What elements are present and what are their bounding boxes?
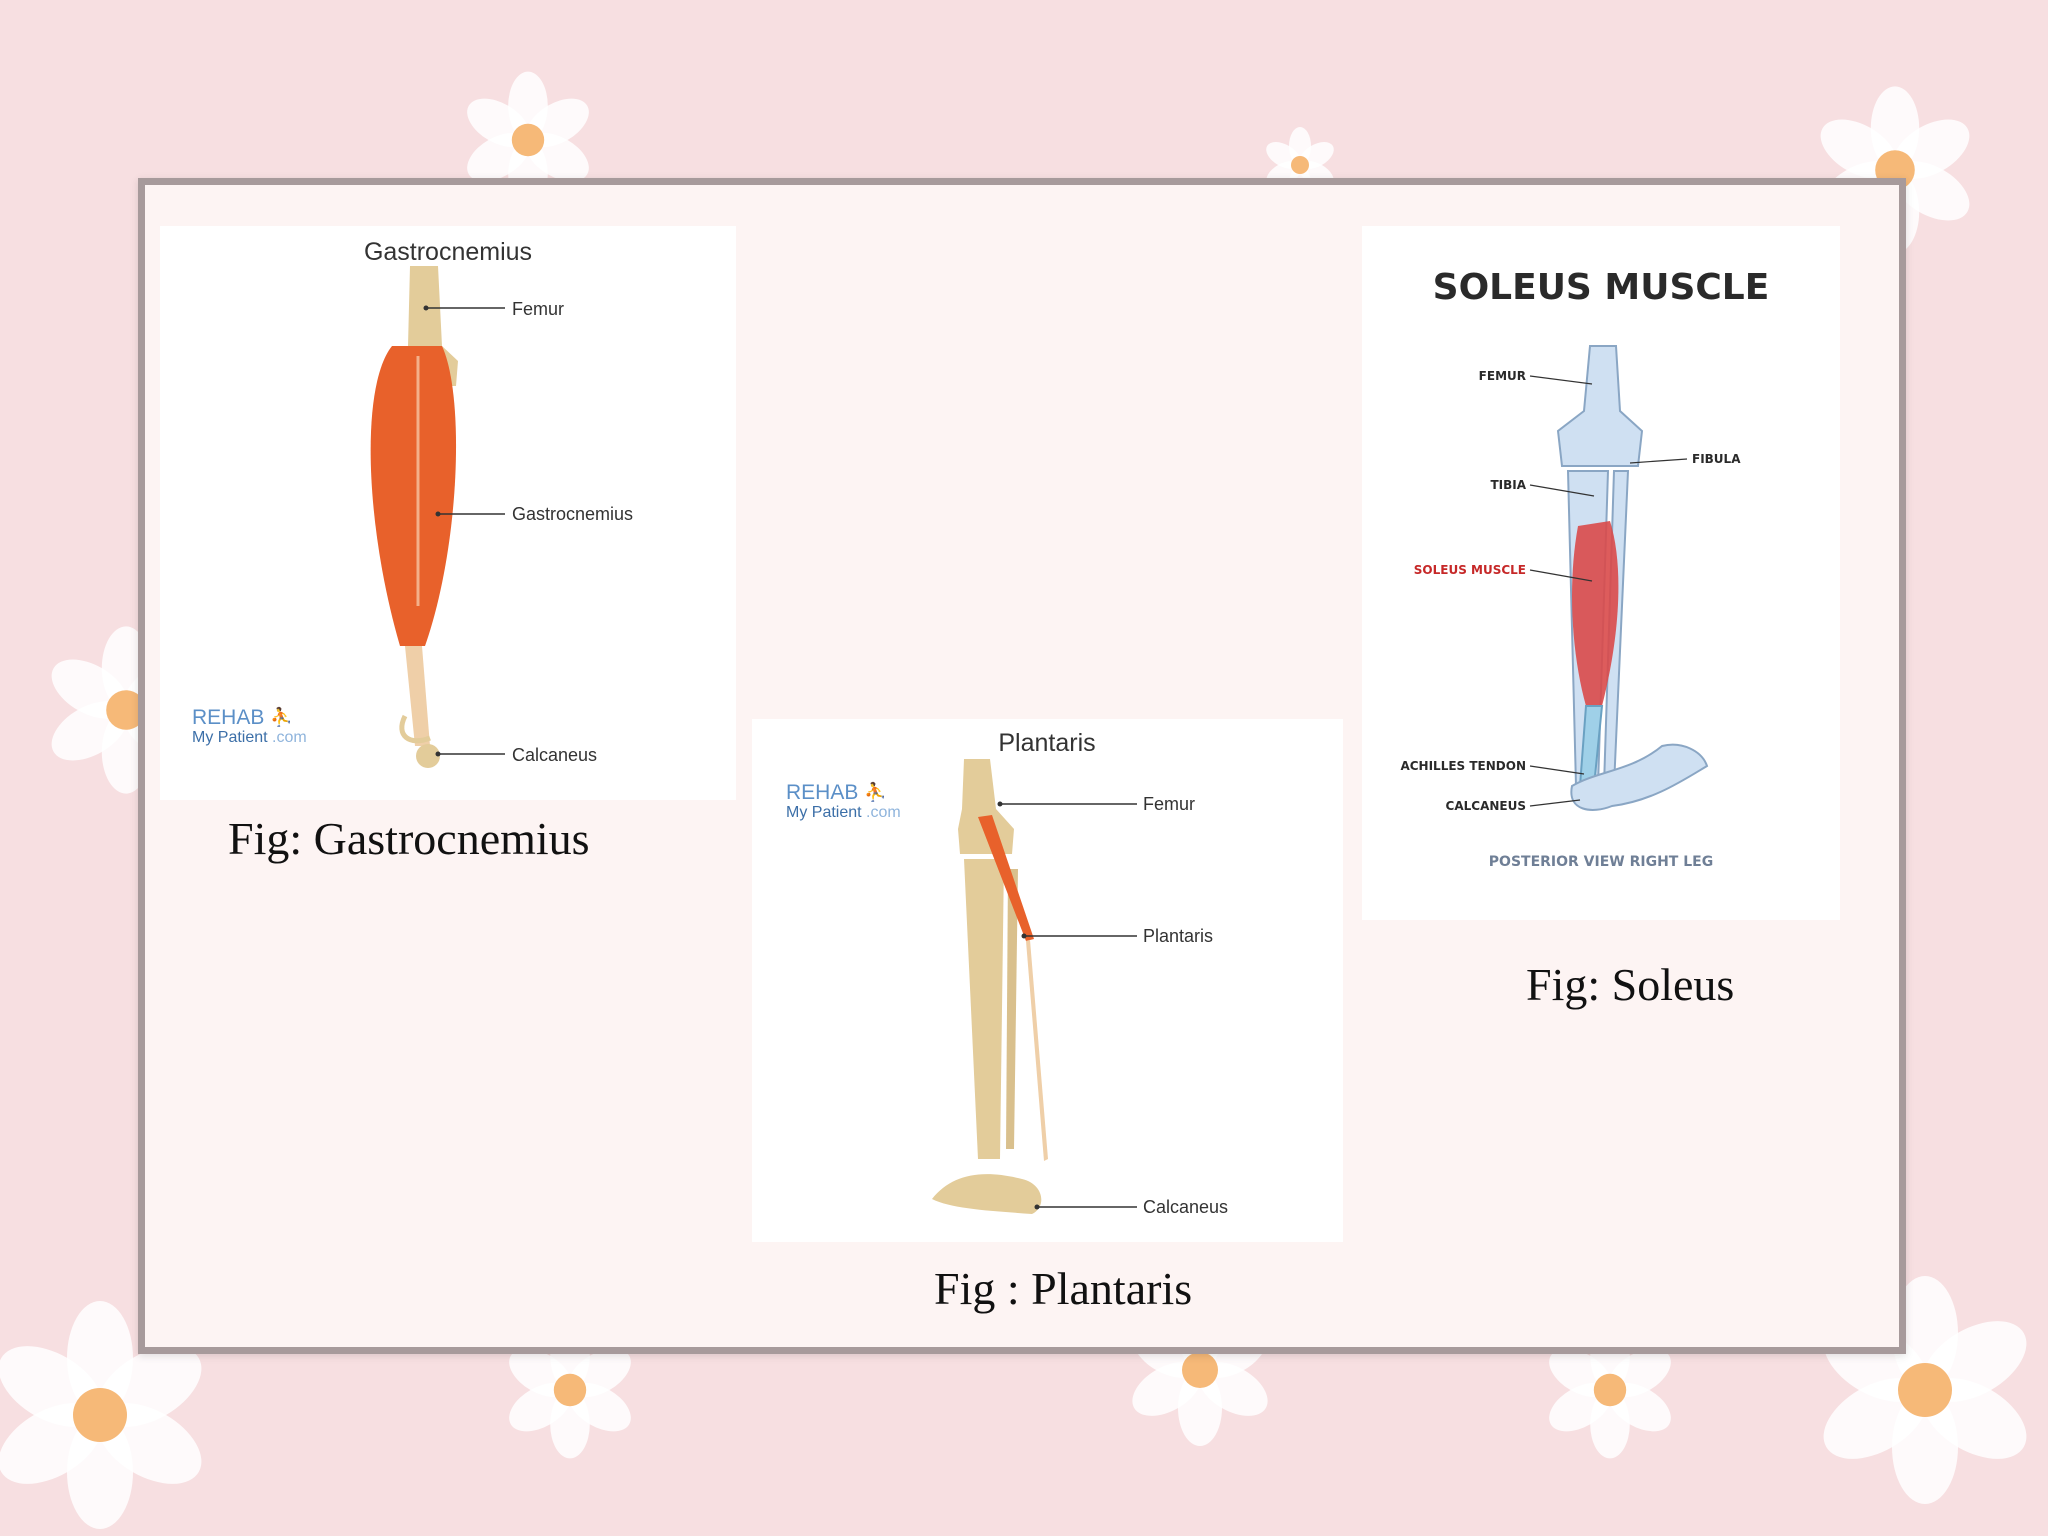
rehab-logo-figures-icon: ⛹ [864,781,886,802]
gastrocnemius-muscle [370,346,457,646]
tibia-label: TIBIA [1490,478,1526,492]
plantaris-muscle [978,815,1034,941]
rehab-logo-subtext: My Patient [786,804,862,821]
fibula-label: FIBULA [1692,452,1741,466]
plantaris-title: Plantaris [998,729,1095,757]
soleus-illustration: SOLEUS MUSCLE FEMUR FIBULA TIBIA SOLEUS … [1400,267,1770,870]
femur-label: FEMUR [1479,369,1526,383]
plantaris-illustration: Plantaris Femur Plantaris Calcaneus REHA… [786,729,1228,1217]
rehab-logo-subtext: My Patient [192,729,268,746]
soleus-figure: SOLEUS MUSCLE FEMUR FIBULA TIBIA SOLEUS … [1362,226,1840,920]
rehab-logo-figures-icon: ⛹ [270,706,292,727]
gastrocnemius-caption: Fig: Gastrocnemius [228,813,590,864]
femur-bone [1556,345,1644,467]
femur-bone [958,759,1014,854]
rehab-logo-domain: .com [866,804,901,821]
soleus-title: SOLEUS MUSCLE [1433,267,1770,308]
femur-label: Femur [1143,794,1195,814]
femur-label: Femur [512,299,564,319]
foot-bones [1570,743,1709,811]
gastrocnemius-figure: Gastrocnemius Femur Gastrocnemius Calcan… [160,226,736,800]
soleus-muscle-label: SOLEUS MUSCLE [1414,563,1526,577]
gastrocnemius-illustration: Gastrocnemius Femur Gastrocnemius Calcan… [192,238,633,768]
rehab-logo-domain: .com [272,729,307,746]
achilles-tendon-label: ACHILLES TENDON [1400,759,1526,773]
calcaneus-label: Calcaneus [1143,1197,1228,1217]
plantaris-figure: Plantaris Femur Plantaris Calcaneus REHA… [752,719,1343,1242]
rehab-logo-text: REHAB [786,781,858,804]
plantaris-label: Plantaris [1143,926,1213,946]
calcaneus-label: CALCANEUS [1446,799,1526,813]
gastrocnemius-title: Gastrocnemius [364,238,532,266]
tibia-bone [964,859,1004,1159]
gastrocnemius-label: Gastrocnemius [512,504,633,524]
foot-bones [932,1174,1042,1214]
soleus-caption: Fig: Soleus [1526,959,1735,1010]
soleus-subtitle: POSTERIOR VIEW RIGHT LEG [1489,854,1713,870]
plantaris-caption: Fig : Plantaris [934,1263,1193,1314]
calcaneus-label: Calcaneus [512,745,597,765]
rehab-logo-text: REHAB [192,706,264,729]
soleus-muscle [1572,521,1619,706]
